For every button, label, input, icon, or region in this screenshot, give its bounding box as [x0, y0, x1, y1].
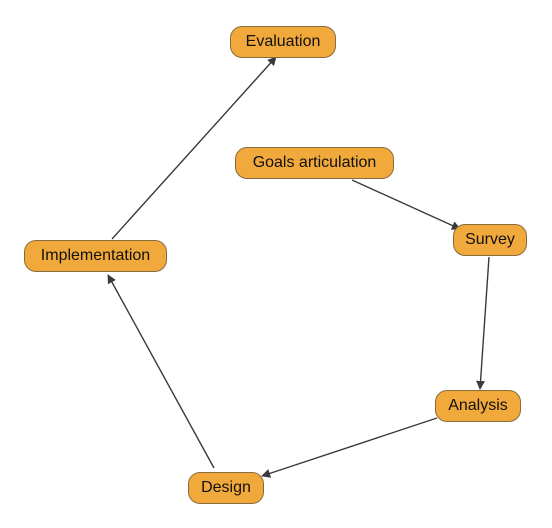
node-goals-articulation[interactable]: Goals articulation — [235, 147, 394, 179]
node-analysis[interactable]: Analysis — [435, 390, 521, 422]
edge-analysis-to-design — [261, 417, 438, 478]
edges-layer — [107, 56, 490, 478]
node-evaluation[interactable]: Evaluation — [230, 26, 336, 58]
edge-survey-to-analysis — [476, 256, 490, 390]
node-implementation[interactable]: Implementation — [24, 240, 167, 272]
edge-implementation-to-evaluation — [111, 56, 277, 240]
edge-design-to-implementation — [107, 274, 215, 469]
node-design[interactable]: Design — [188, 472, 264, 504]
node-survey[interactable]: Survey — [453, 224, 527, 256]
edge-goals-articulation-to-survey — [351, 179, 461, 230]
